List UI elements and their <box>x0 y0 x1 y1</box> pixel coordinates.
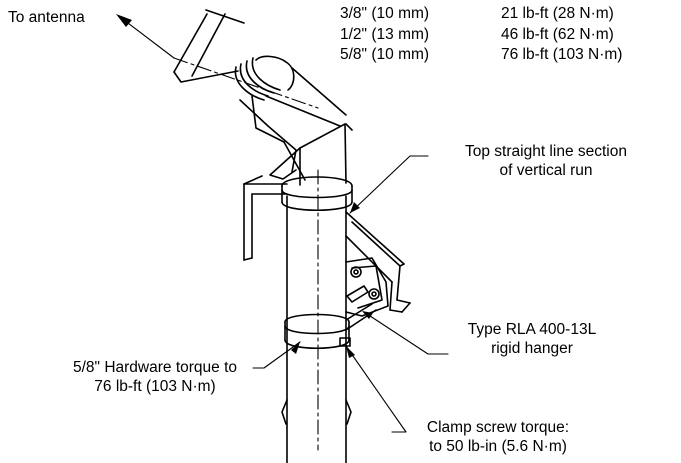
center-lines <box>173 57 319 451</box>
rigid-hanger <box>345 257 389 331</box>
torque-row: 5/8" (10 mm) 76 lb-ft (103 N·m) <box>340 45 680 66</box>
torque-value: 76 lb-ft (103 N·m) <box>501 46 623 63</box>
top-section-label: Top straight line section of vertical ru… <box>430 142 662 180</box>
clamp-torque-label: Clamp screw torque: to 50 lb-in (5.6 N·m… <box>404 418 592 456</box>
hardware-size: 5/8" (10 mm) <box>340 46 430 63</box>
elbow <box>269 123 353 186</box>
channel-bracket <box>345 211 411 313</box>
hanger-line: rigid hanger <box>491 340 573 357</box>
hardware-size: 3/8" (10 mm) <box>340 5 430 22</box>
diagonal-pipe <box>173 9 347 181</box>
hardware-size: 1/2" (13 mm) <box>340 25 430 43</box>
leader-lines <box>119 16 449 433</box>
hanger-line: Type RLA 400-13L <box>467 321 597 338</box>
hanger-label: Type RLA 400-13L rigid hanger <box>450 320 614 358</box>
arrowheads <box>116 14 373 358</box>
torque-row: 3/8" (10 mm) 21 lb-ft (28 N·m) <box>340 4 680 25</box>
support-member <box>243 175 288 261</box>
hardware-torque-label: 5/8" Hardware torque to 76 lb-ft (103 N·… <box>58 358 252 396</box>
torque-value: 46 lb-ft (62 N·m) <box>501 25 614 43</box>
torque-row: 1/2" (13 mm) 46 lb-ft (62 N·m) <box>340 25 680 46</box>
hardware-torque-line: 76 lb-ft (103 N·m) <box>94 378 216 395</box>
vertical-pipe <box>281 176 353 463</box>
to-antenna-label: To antenna <box>8 9 85 26</box>
torque-value: 21 lb-ft (28 N·m) <box>501 5 614 22</box>
clamp-torque-line: to 50 lb-in (5.6 N·m) <box>429 438 567 455</box>
torque-table: 3/8" (10 mm) 21 lb-ft (28 N·m) 1/2" (13 … <box>340 4 680 66</box>
top-section-line: Top straight line section <box>465 143 627 160</box>
top-section-line: of vertical run <box>499 162 593 179</box>
clamp-torque-line: Clamp screw torque: <box>426 419 570 436</box>
hardware-torque-line: 5/8" Hardware torque to <box>72 359 238 376</box>
